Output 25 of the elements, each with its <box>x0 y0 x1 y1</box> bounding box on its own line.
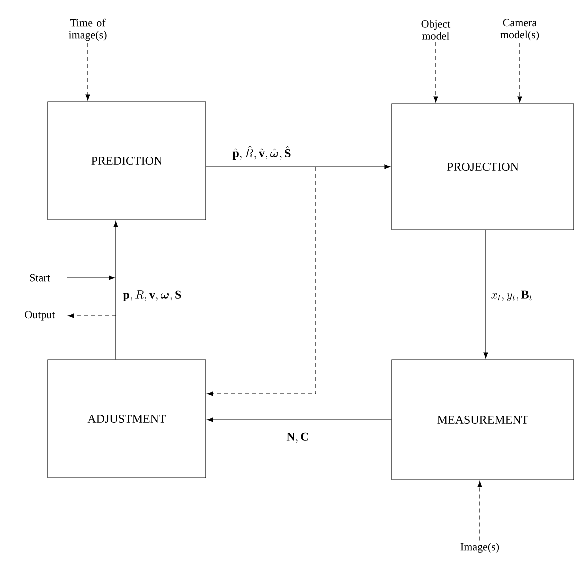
edge-label: $\hat{\mathbf{p}}, \hat{R}, \hat{\mathbf{v}}, \hat{\boldsymbol{\omega}}, \hat{\mathbf{S}}$ <box>232 145 292 161</box>
input-label: Start <box>30 274 50 282</box>
process-box: MEASUREMENT <box>392 360 574 480</box>
arrow <box>66 276 115 280</box>
arrow <box>434 42 438 103</box>
process-box: ADJUSTMENT <box>48 360 206 478</box>
input-label: Time of image(s) <box>69 18 107 42</box>
arrow <box>114 221 118 360</box>
arrow <box>207 418 392 422</box>
arrow <box>86 42 90 101</box>
arrow <box>478 481 482 542</box>
arrow <box>207 166 316 396</box>
arrow <box>206 164 391 170</box>
arrow <box>518 42 522 103</box>
arrow <box>68 314 116 318</box>
edge-label: $\mathbf{N}, \mathbf{C}$ <box>286 432 310 444</box>
arrow <box>484 230 488 359</box>
process-box: PREDICTION <box>48 102 206 220</box>
edge-label: $\mathbf{p}, R, \mathbf{v}, \boldsymbol{\omega}, \mathbf{S}$ <box>122 290 183 302</box>
process-box: PROJECTION <box>392 104 574 230</box>
edge-label: $x_t, y_t, \mathbf{B}_t$ <box>490 290 534 302</box>
input-label: Output <box>25 311 56 321</box>
input-label: Image(s) <box>460 543 500 553</box>
input-label: Camera model(s) <box>500 19 540 41</box>
input-label: Object model <box>422 20 451 40</box>
